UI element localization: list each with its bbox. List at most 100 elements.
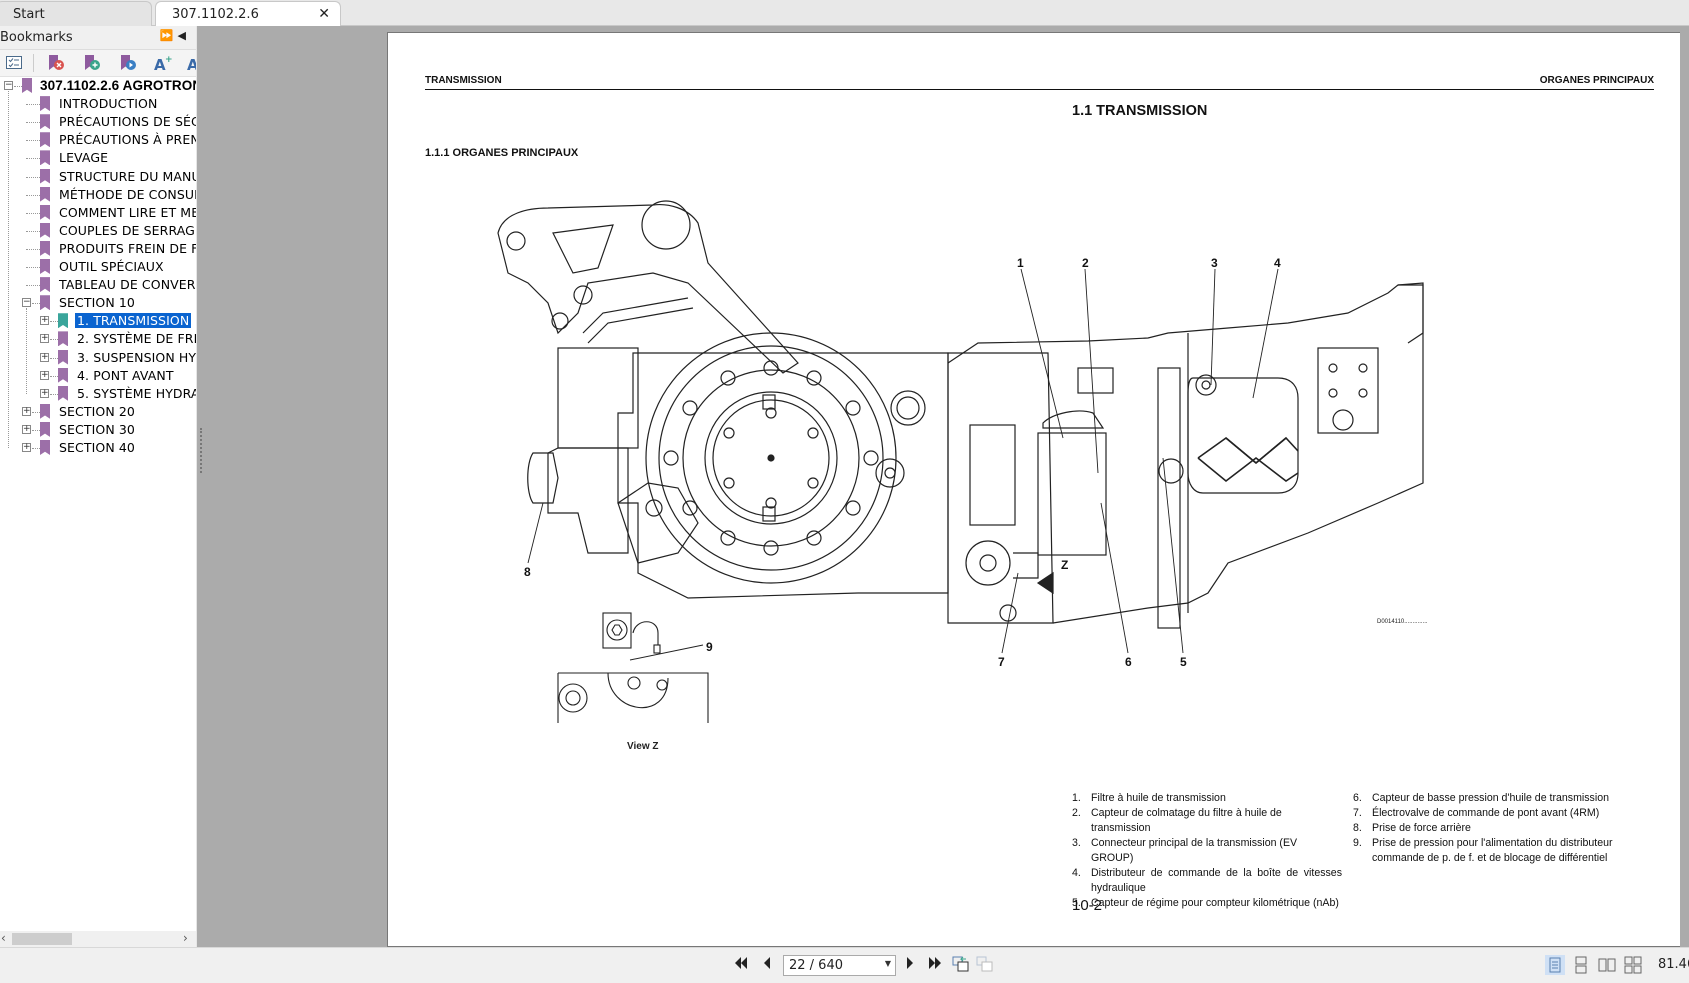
tree-connector — [32, 303, 40, 305]
chevron-down-icon[interactable]: ▼ — [884, 959, 891, 968]
z-marker: Z — [1061, 558, 1068, 572]
expand-icon[interactable]: + — [40, 387, 49, 398]
bookmark-label: 4. PONT AVANT — [77, 367, 174, 383]
vertical-scrollbar[interactable] — [1680, 26, 1689, 947]
go-to-bookmark-icon[interactable] — [118, 54, 138, 72]
bookmark-item[interactable]: PRODUITS FREIN DE FILET — [0, 240, 196, 258]
bookmark-label: SECTION 30 — [59, 421, 135, 437]
bookmark-item[interactable]: OUTIL SPÉCIAUX — [0, 258, 196, 276]
bookmark-item[interactable]: +1. TRANSMISSION — [0, 312, 196, 330]
scroll-left-icon[interactable]: ‹ — [1, 931, 6, 945]
first-page-icon[interactable] — [732, 956, 750, 974]
bookmark-item[interactable]: +3. SUSPENSION HYDRAULIQUE — [0, 349, 196, 367]
next-page-icon[interactable] — [901, 956, 919, 974]
page-number-field[interactable]: 22 / 640 ▼ — [783, 955, 896, 976]
bookmarks-toolbar: A+ A — [0, 50, 196, 77]
collapse-icon[interactable]: − — [22, 297, 31, 308]
bookmark-icon — [40, 259, 50, 274]
previous-page-icon[interactable] — [758, 956, 776, 974]
collapse-icon[interactable]: − — [4, 80, 13, 90]
collapse-panel-icon[interactable]: ◀ — [177, 29, 190, 42]
bookmark-icon — [40, 114, 50, 130]
bookmark-label: 3. SUSPENSION HYDRAULIQUE — [77, 349, 196, 365]
bookmark-item[interactable]: + SECTION 30 — [0, 421, 196, 439]
bookmark-icon — [40, 132, 50, 148]
bookmark-label: TABLEAU DE CONVERSION — [59, 277, 196, 293]
transmission-illustration — [497, 200, 1424, 629]
tree-connector — [26, 194, 40, 196]
legend-item: 9.Prise de pression pour l'alimentation … — [1353, 836, 1623, 866]
expand-icon[interactable]: + — [22, 442, 31, 452]
bookmark-item[interactable]: +4. PONT AVANT — [0, 367, 196, 385]
legend-item: 7.Électrovalve de commande de pont avant… — [1353, 806, 1623, 821]
bookmark-item[interactable]: +2. SYSTÈME DE FREIN — [0, 330, 196, 348]
expand-icon[interactable]: + — [22, 423, 31, 434]
tree-connector — [32, 429, 40, 431]
view-z-inset — [557, 612, 709, 723]
callout-4: 4 — [1274, 256, 1281, 270]
bookmark-icon — [40, 150, 50, 166]
decrease-font-icon[interactable]: A — [186, 54, 196, 72]
leader-lines — [527, 268, 1279, 654]
zoom-level[interactable]: 81.46 — [1658, 957, 1689, 972]
subsection-title: 1.1.1 ORGANES PRINCIPAUX — [425, 147, 579, 159]
expand-icon[interactable]: + — [22, 405, 31, 416]
tab-bar: Start 307.1102.2.6 ✕ — [0, 0, 1689, 27]
bookmark-icon — [40, 168, 50, 184]
previous-view-icon[interactable] — [952, 956, 970, 976]
bookmark-item[interactable]: −307.1102.2.6 AGROTRON — [0, 77, 196, 95]
tree-connector — [26, 176, 40, 178]
bookmarks-header: Bookmarks ⏩◀ — [0, 26, 196, 50]
expand-icon[interactable]: + — [40, 369, 49, 380]
expand-icon[interactable]: + — [40, 351, 49, 362]
bookmark-icon — [40, 240, 50, 256]
bookmark-item[interactable]: PRÉCAUTIONS DE SÉCURITÉ — [0, 113, 196, 131]
legend-number: 5. — [1072, 897, 1081, 909]
tab-start[interactable]: Start — [0, 1, 152, 26]
next-view-icon[interactable] — [976, 956, 994, 976]
horizontal-scrollbar[interactable]: ‹ › — [0, 931, 196, 947]
bookmark-item[interactable]: −SECTION 10 — [0, 294, 196, 312]
last-page-icon[interactable] — [926, 956, 944, 974]
facing-icon[interactable] — [1597, 955, 1617, 975]
delete-bookmark-icon[interactable] — [46, 54, 66, 72]
expand-icon[interactable]: + — [40, 315, 49, 326]
bookmark-icon — [58, 367, 68, 383]
bookmark-item[interactable]: INTRODUCTION — [0, 95, 196, 113]
bookmark-item[interactable]: COUPLES DE SERRAGE D — [0, 222, 196, 240]
bookmark-item[interactable]: STRUCTURE DU MANUEL — [0, 168, 196, 186]
bookmark-item[interactable]: TABLEAU DE CONVERSION — [0, 276, 196, 294]
continuous-icon[interactable] — [1571, 955, 1591, 975]
bookmark-icon — [58, 331, 68, 347]
single-page-icon[interactable] — [1545, 955, 1565, 975]
legend-number: 3. — [1072, 837, 1081, 849]
tree-connector — [26, 285, 40, 287]
bookmark-item[interactable]: MÉTHODE DE CONSULTATION — [0, 186, 196, 204]
bookmark-icon — [40, 403, 50, 419]
bookmark-item[interactable]: LEVAGE — [0, 149, 196, 167]
expand-panel-icon[interactable]: ⏩ — [159, 29, 178, 42]
splitter-grip[interactable] — [200, 428, 203, 473]
bookmark-item[interactable]: +SECTION 20 — [0, 403, 196, 421]
tree-guide — [26, 308, 27, 394]
tab-document[interactable]: 307.1102.2.6 ✕ — [155, 1, 341, 27]
bookmark-item[interactable]: +SECTION 40 — [0, 439, 196, 457]
legend-number: 2. — [1072, 807, 1081, 819]
tree-connector — [14, 86, 22, 87]
bookmark-item[interactable]: +5. SYSTÈME HYDRAULIQUE — [0, 385, 196, 403]
bookmark-options-icon[interactable] — [4, 54, 24, 72]
increase-font-icon[interactable]: A+ — [153, 54, 173, 74]
header-rule — [425, 89, 1654, 90]
continuous-facing-icon[interactable] — [1623, 955, 1643, 975]
close-icon[interactable]: ✕ — [318, 6, 330, 22]
scroll-right-icon[interactable]: › — [183, 931, 188, 945]
expand-icon[interactable]: + — [40, 333, 49, 344]
tree-connector — [26, 267, 40, 268]
bookmark-item[interactable]: PRÉCAUTIONS À PRENDRE — [0, 131, 196, 149]
scrollbar-thumb[interactable] — [12, 933, 72, 945]
bookmark-item[interactable]: COMMENT LIRE ET METTRE — [0, 204, 196, 222]
transmission-drawing: 1 2 3 4 5 6 7 8 9 Z D0014110............… — [497, 200, 1428, 752]
add-bookmark-icon[interactable] — [82, 54, 102, 72]
